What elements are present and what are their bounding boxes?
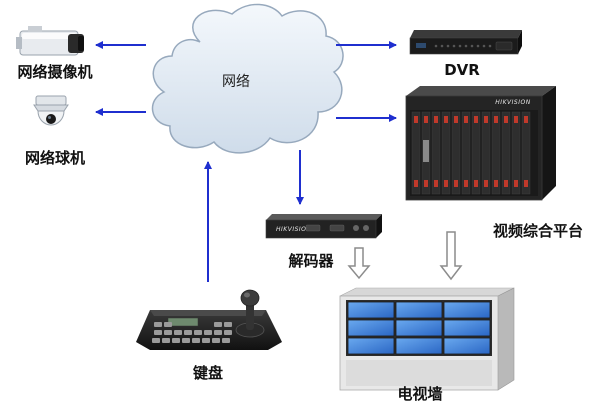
video-platform-label: 视频综合平台 [493,222,583,240]
decoder-label: 解码器 [288,252,334,270]
dome-camera-icon [33,95,69,126]
keyboard-label: 键盘 [192,364,223,382]
keyboard-icon [136,289,282,350]
video-wall-icon [339,287,515,391]
video-platform-icon: HIKVISION [405,86,556,201]
hollow-down-arrow-platform [439,231,463,281]
keyboard-keypad [152,322,232,343]
dvr-icon [409,30,522,55]
dvr-label: DVR [444,61,480,79]
connection-arrows [95,41,397,282]
platform-red-handles [414,116,528,187]
decoder-icon: HIKVISION [265,214,382,239]
decoder-brand-text: HIKVISION [276,226,311,233]
cloud-label: 网络 [222,74,250,90]
platform-brand-text: HIKVISION [495,99,530,106]
video-wall-label: 电视墙 [397,385,442,403]
network-camera-icon [16,26,84,56]
network-camera-label: 网络摄像机 [17,63,92,81]
hollow-down-arrow-decoder [347,247,371,280]
video-wall-screens [347,301,491,355]
dome-camera-label: 网络球机 [25,149,85,167]
network-cloud: 网络 [151,3,344,154]
